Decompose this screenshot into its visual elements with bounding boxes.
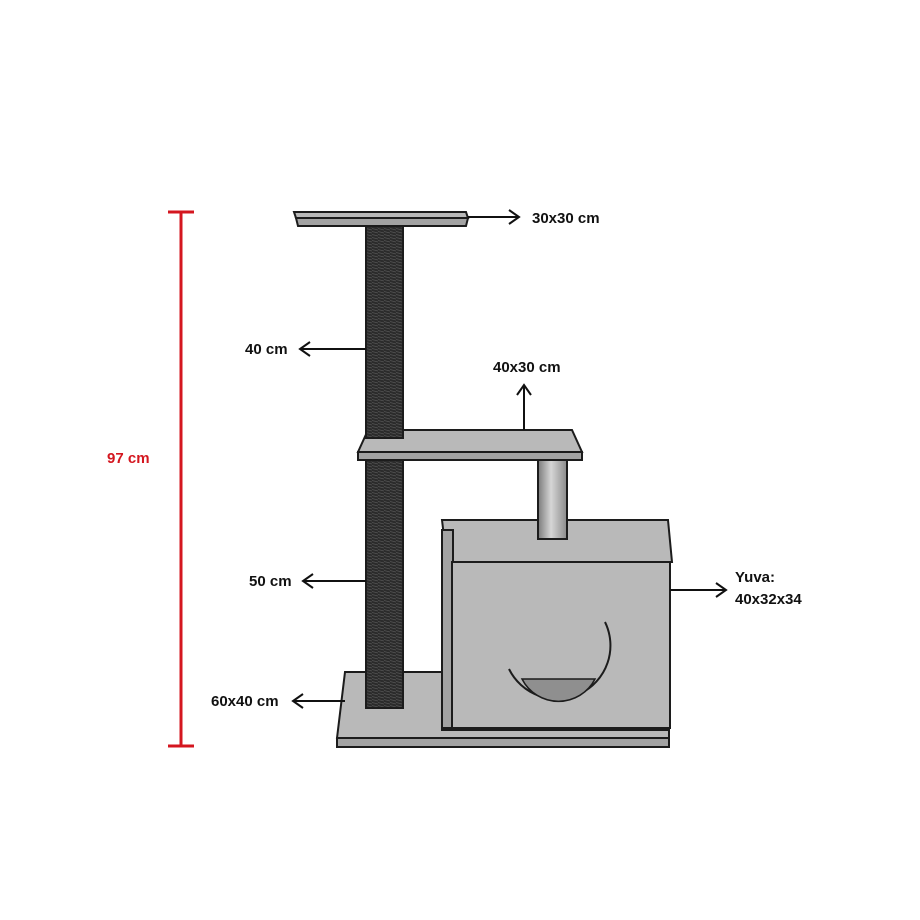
house-entrance-inner xyxy=(520,678,597,702)
middle-platform xyxy=(356,429,584,461)
cat-house xyxy=(440,519,674,729)
top-platform-label: 30x30 cm xyxy=(532,210,600,227)
middle-platform-callout: 40x30 cm xyxy=(493,359,561,430)
top-platform-callout: 30x30 cm xyxy=(468,209,600,227)
lower-post-callout: 50 cm xyxy=(249,573,366,590)
top-platform xyxy=(292,211,470,227)
top-platform-arrowhead xyxy=(508,209,521,225)
lower-post-label: 50 cm xyxy=(249,573,292,590)
lower-post-arrowhead xyxy=(301,573,314,589)
house-callout: Yuva: 40x32x34 xyxy=(670,569,802,608)
house-size-label: 40x32x34 xyxy=(735,591,802,608)
upper-post-arrowhead xyxy=(298,341,311,357)
upper-post-callout: 40 cm xyxy=(245,341,366,358)
total-height-measure: 97 cm xyxy=(107,210,194,748)
total-height-label: 97 cm xyxy=(107,450,150,467)
top-platform-edge xyxy=(294,217,470,227)
tall-post-upper-segment xyxy=(365,221,404,439)
house-title-label: Yuva: xyxy=(735,569,775,586)
middle-platform-edge xyxy=(357,451,583,461)
short-post xyxy=(537,454,568,540)
upper-post-label: 40 cm xyxy=(245,341,288,358)
base-label: 60x40 cm xyxy=(211,693,279,710)
middle-platform-arrowhead xyxy=(516,383,532,396)
house-front-face xyxy=(451,561,671,729)
house-arrowhead xyxy=(715,582,728,598)
base-arrowhead xyxy=(291,693,304,709)
base-callout: 60x40 cm xyxy=(211,693,345,710)
middle-platform-label: 40x30 cm xyxy=(493,359,561,376)
base-front-face xyxy=(336,737,670,748)
